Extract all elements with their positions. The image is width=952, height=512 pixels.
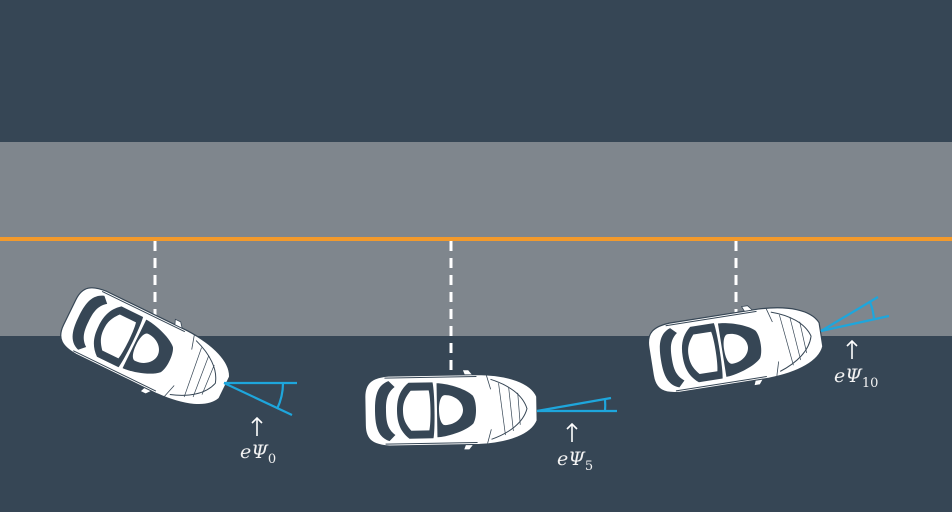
car-1-group: eΨ5 [363,241,617,474]
heading-error-label-2: eΨ10 [834,365,878,391]
car-top-view-icon [363,367,539,453]
heading-error-angle-2 [820,296,890,333]
heading-error-angle-1 [536,396,617,413]
car-0-group: eΨ0 [51,241,297,467]
heading-error-label-1: eΨ5 [557,448,593,474]
car-2-group: eΨ10 [644,241,890,402]
heading-error-angle-0 [223,381,297,416]
center-line [0,237,952,241]
heading-error-label-0: eΨ0 [240,441,276,467]
